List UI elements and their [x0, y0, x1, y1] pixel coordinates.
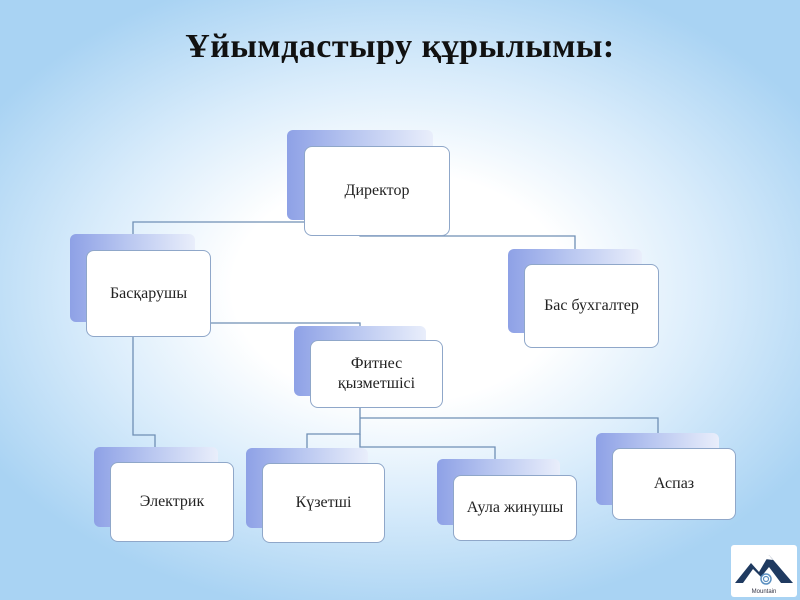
node-chief-accountant-label: Бас бухгалтер — [524, 264, 659, 348]
mountain-logo-icon — [735, 555, 793, 585]
node-director-label: Директор — [304, 146, 450, 236]
node-yard-cleaner-label: Аула жинушы — [453, 475, 577, 541]
mountain-logo: Mountain — [731, 545, 797, 597]
node-fitness-worker-label: Фитнес қызметшісі — [310, 340, 443, 408]
node-manager-label: Басқарушы — [86, 250, 211, 337]
node-cook-label: Аспаз — [612, 448, 736, 520]
logo-label: Mountain — [751, 589, 777, 595]
page-title: Ұйымдастыру құрылымы: — [185, 28, 615, 65]
node-electrician-label: Электрик — [110, 462, 234, 542]
node-guard-label: Күзетші — [262, 463, 385, 543]
line-manager-electrician — [132, 336, 156, 462]
